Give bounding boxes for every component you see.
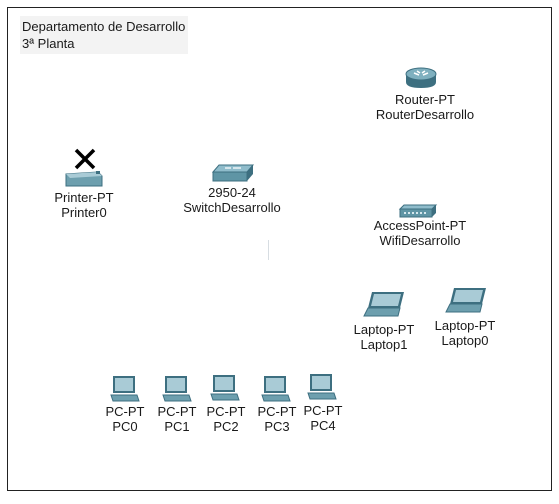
- pc1-name-label: PC1: [164, 419, 190, 434]
- pc3-name-label: PC3: [264, 419, 290, 434]
- pc-icon: [210, 375, 240, 401]
- ap-model-label: AccessPoint-PT: [373, 218, 467, 233]
- pc0-model-label: PC-PT: [105, 404, 145, 419]
- pc0-name-label: PC0: [112, 419, 138, 434]
- router-model-label: Router-PT: [395, 92, 455, 107]
- printer-icon: [65, 148, 103, 187]
- note-line-1: Departamento de Desarrollo: [22, 19, 186, 34]
- switch-icon: [211, 164, 255, 182]
- pc2-name-label: PC2: [213, 419, 239, 434]
- pc3-model-label: PC-PT: [257, 404, 297, 419]
- area-note[interactable]: Departamento de Desarrollo 3ª Planta: [20, 16, 188, 54]
- printer-model-label: Printer-PT: [54, 190, 114, 205]
- switch-name-label: SwitchDesarrollo: [183, 200, 281, 215]
- laptop0-model-label: Laptop-PT: [434, 318, 496, 333]
- router-name-label: RouterDesarrollo: [375, 107, 475, 122]
- pc-icon: [162, 376, 192, 402]
- laptop0-name-label: Laptop0: [441, 333, 489, 348]
- switch-model-label: 2950-24: [208, 185, 256, 200]
- access-point-icon: [398, 204, 438, 218]
- router-icon: [405, 67, 437, 88]
- logical-workspace[interactable]: [7, 7, 552, 491]
- pc-icon: [307, 374, 337, 400]
- laptop-icon: [445, 288, 486, 313]
- laptop-icon: [363, 292, 404, 317]
- laptop1-model-label: Laptop-PT: [353, 322, 415, 337]
- pc4-model-label: PC-PT: [303, 403, 343, 418]
- pc-icon: [110, 376, 140, 402]
- ap-name-label: WifiDesarrollo: [379, 233, 461, 248]
- laptop1-name-label: Laptop1: [360, 337, 408, 352]
- pc2-model-label: PC-PT: [206, 404, 246, 419]
- note-line-2: 3ª Planta: [22, 36, 75, 51]
- pc4-name-label: PC4: [310, 418, 336, 433]
- divider-mark: [268, 240, 269, 260]
- pc-icon: [261, 376, 291, 402]
- printer-name-label: Printer0: [61, 205, 107, 220]
- pc1-model-label: PC-PT: [157, 404, 197, 419]
